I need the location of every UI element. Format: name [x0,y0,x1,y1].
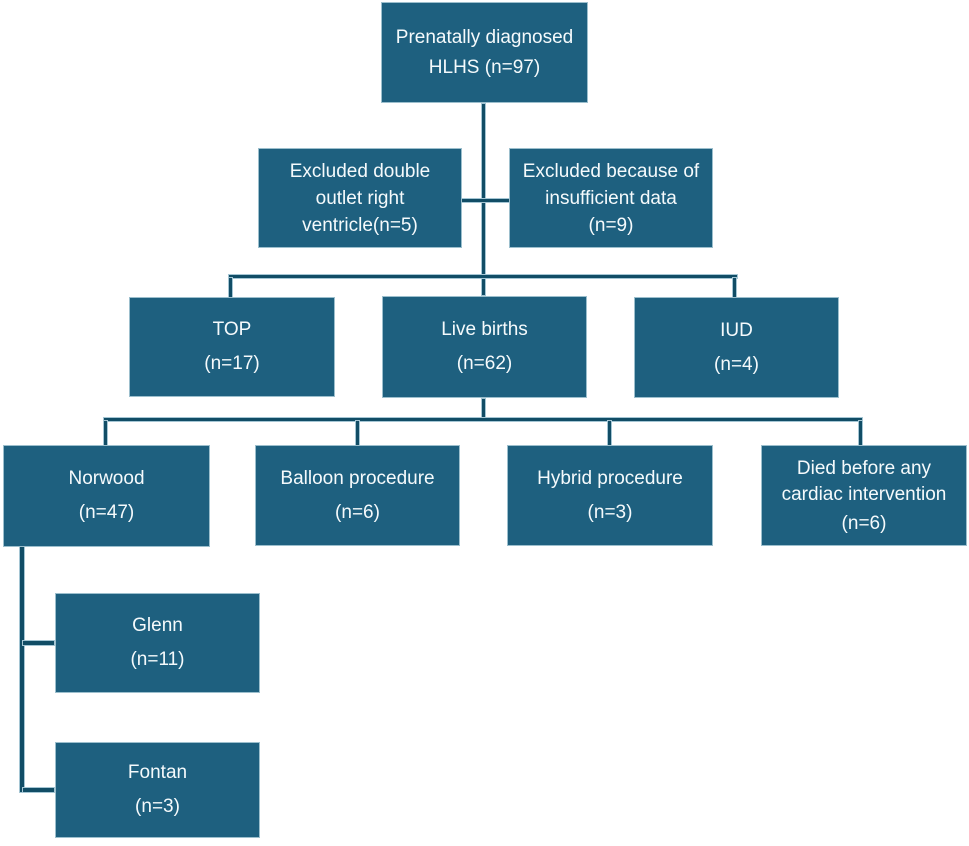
connector-drop-norwood [103,420,108,446]
node-prenatal-hlhs: Prenatally diagnosed HLHS (n=97) [381,2,588,103]
node-norwood-label: Norwood [68,468,145,489]
node-hybrid-procedure: Hybrid procedure (n=3) [507,445,713,546]
node-died-before-intervention-count: (n=6) [841,513,887,534]
node-fontan-count: (n=3) [135,796,180,817]
node-prenatal-hlhs-label: Prenatally diagnosed HLHS (n=97) [395,26,574,78]
node-top: TOP (n=17) [129,297,335,397]
node-glenn-count: (n=11) [130,649,185,670]
node-fontan-label: Fontan [127,762,188,783]
connector-drop-balloon [355,420,360,446]
node-glenn: Glenn (n=11) [55,593,260,693]
node-excluded-dorv-label: Excluded double outlet right ventricle(n… [289,160,431,236]
node-excluded-dorv: Excluded double outlet right ventricle(n… [258,148,462,248]
node-norwood-count: (n=47) [78,502,135,523]
node-died-before-intervention-label: Died before any cardiac intervention [781,458,947,505]
node-iud-count: (n=4) [714,353,759,375]
node-balloon-procedure-label: Balloon procedure [280,467,435,489]
connector-drop-hybrid [607,420,612,446]
connector-branch-row3 [228,274,738,279]
node-top-label: TOP [212,319,252,340]
connector-drop-iud [732,277,737,298]
node-live-births-count: (n=62) [456,353,513,374]
node-hybrid-procedure-count: (n=3) [587,501,633,523]
node-live-births: Live births (n=62) [382,296,587,398]
connector-branch-row4 [103,417,863,422]
node-norwood: Norwood (n=47) [3,445,210,547]
node-died-before-intervention: Died before any cardiac intervention (n=… [761,445,967,546]
connector-stub-fontan [22,787,55,793]
node-excluded-insufficient-data: Excluded because of insufficient data (n… [509,148,713,248]
connector-livebirths-stem [481,398,486,419]
connector-stub-glenn [22,640,55,646]
node-iud: IUD (n=4) [634,297,839,398]
node-fontan: Fontan (n=3) [55,742,260,838]
node-balloon-procedure: Balloon procedure (n=6) [255,445,460,546]
node-hybrid-procedure-label: Hybrid procedure [537,467,683,489]
node-live-births-label: Live births [441,319,528,340]
node-glenn-label: Glenn [132,615,183,636]
connector-exclusions [460,198,510,203]
connector-drop-top [228,277,233,298]
connector-drop-died [858,420,863,446]
node-excluded-insufficient-data-label: Excluded because of insufficient data (n… [522,160,700,236]
node-iud-label: IUD [720,319,753,341]
node-top-count: (n=17) [204,353,260,374]
connector-norwood-stem [19,546,25,793]
node-balloon-procedure-count: (n=6) [335,501,380,523]
